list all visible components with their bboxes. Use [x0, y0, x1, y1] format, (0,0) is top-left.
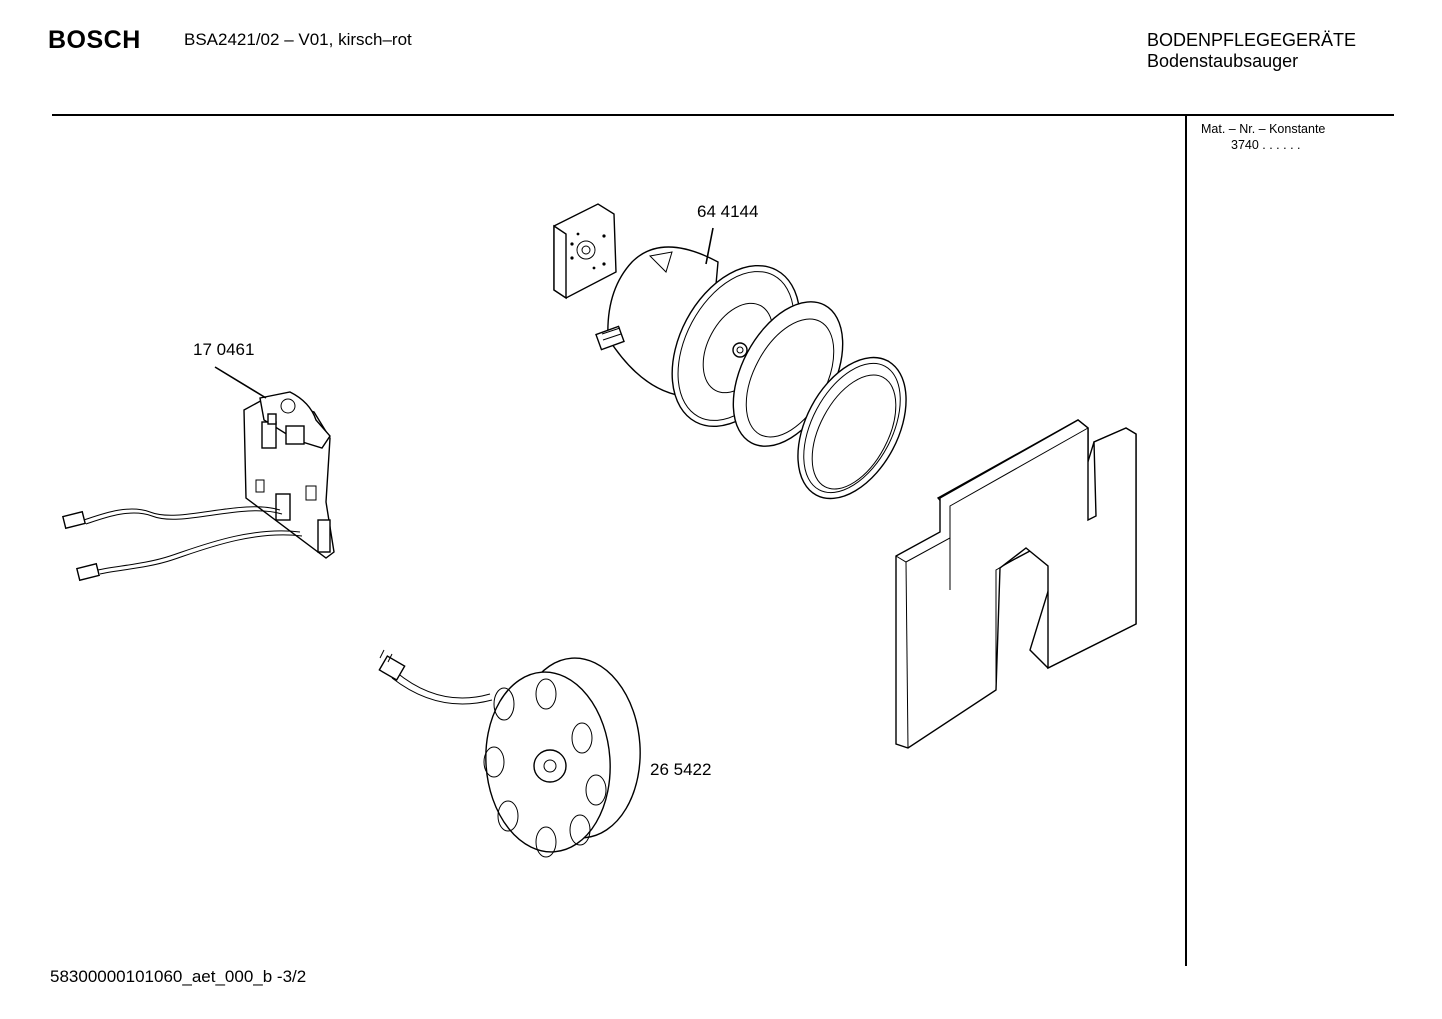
- motor-illustration: [553, 203, 907, 500]
- header-divider: [52, 114, 1394, 116]
- sidebar-divider: [1185, 116, 1187, 966]
- filter-block-illustration: [895, 419, 1137, 749]
- model-title: BSA2421/02 – V01, kirsch–rot: [184, 30, 412, 49]
- subcategory-title: Bodenstaubsauger: [1147, 51, 1299, 71]
- document-code: 58300000101060_aet_000_b -3/2: [50, 967, 307, 986]
- part-label-cable-reel: 26 5422: [650, 760, 712, 779]
- switch-assembly-illustration: [61, 366, 335, 582]
- brand-logo: BOSCH: [48, 26, 141, 54]
- mat-number-value: 3740 . . . . . .: [1231, 138, 1301, 152]
- cable-reel-illustration: [378, 649, 641, 858]
- mat-number-label: Mat. – Nr. – Konstante: [1201, 122, 1326, 136]
- part-label-motor: 64 4144: [697, 202, 759, 221]
- category-title: BODENPFLEGEGERÄTE: [1147, 30, 1357, 50]
- part-label-switch-assembly: 17 0461: [193, 340, 255, 359]
